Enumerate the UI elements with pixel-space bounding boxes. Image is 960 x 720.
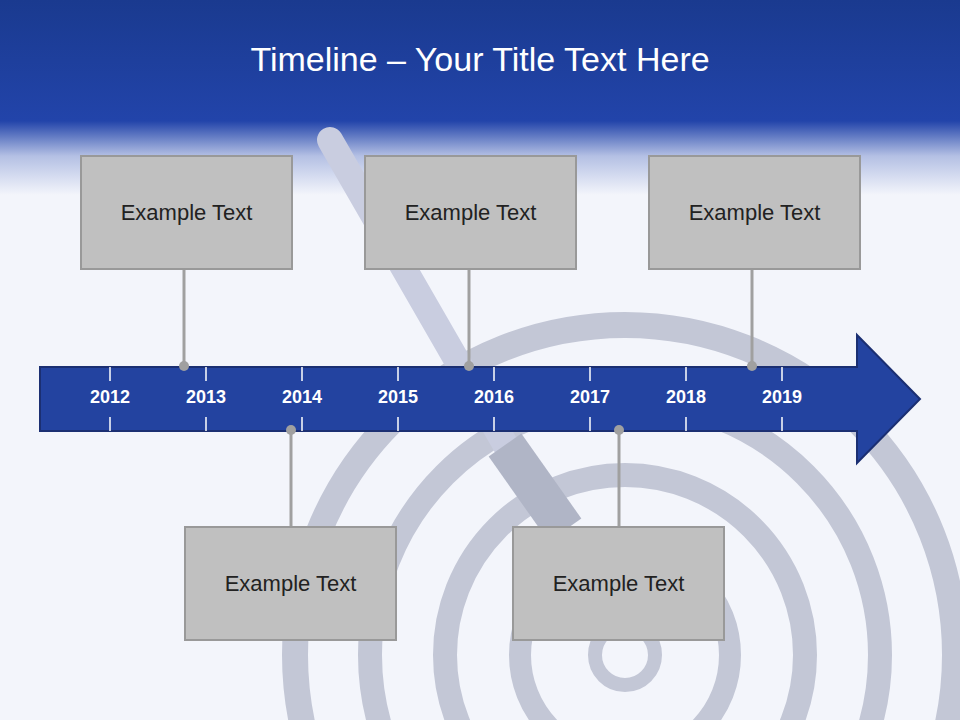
slide-title: Timeline – Your Title Text Here — [0, 40, 960, 79]
event-box: Example Text — [184, 526, 397, 641]
leader-lines — [179, 269, 757, 526]
event-box: Example Text — [512, 526, 725, 641]
year-label: 2014 — [282, 387, 322, 408]
year-label: 2016 — [474, 387, 514, 408]
event-text: Example Text — [553, 571, 685, 597]
event-text: Example Text — [405, 200, 537, 226]
year-label: 2012 — [90, 387, 130, 408]
year-label: 2018 — [666, 387, 706, 408]
event-text: Example Text — [225, 571, 357, 597]
year-label: 2013 — [186, 387, 226, 408]
year-label: 2015 — [378, 387, 418, 408]
timeline-arrow — [40, 335, 920, 463]
event-box: Example Text — [80, 155, 293, 270]
year-label: 2017 — [570, 387, 610, 408]
event-text: Example Text — [121, 200, 253, 226]
event-box: Example Text — [364, 155, 577, 270]
event-text: Example Text — [689, 200, 821, 226]
event-box: Example Text — [648, 155, 861, 270]
year-label: 2019 — [762, 387, 802, 408]
